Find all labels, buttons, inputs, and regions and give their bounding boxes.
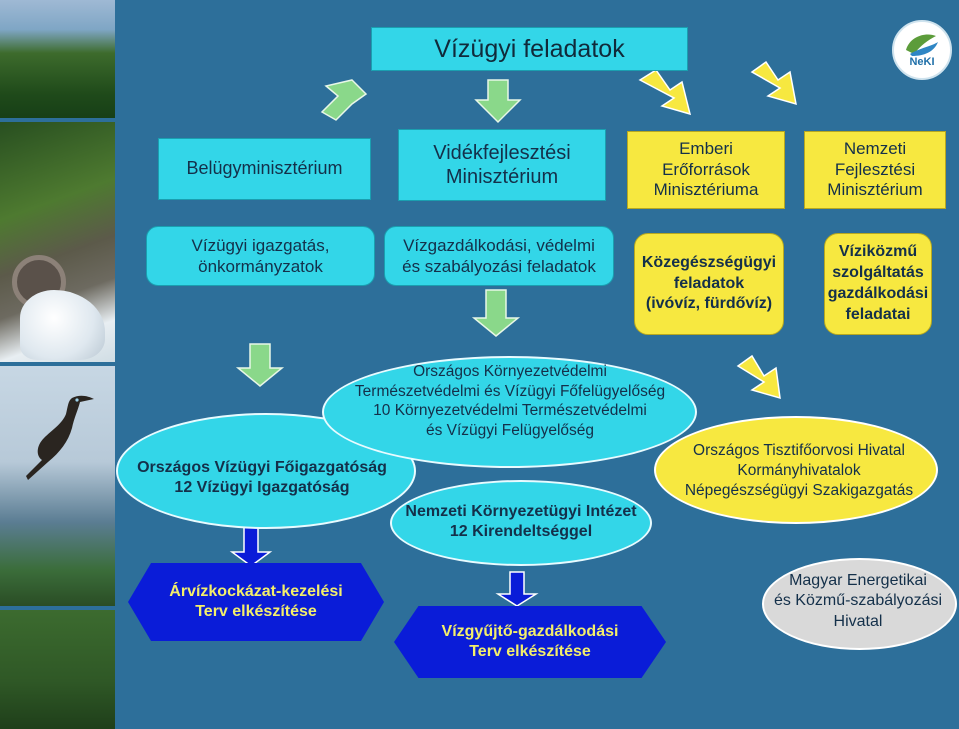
task-ke-line3: (ivóvíz, fürdővíz) <box>646 294 772 315</box>
ministry-nemzeti-fejlesztesi: Nemzeti Fejlesztési Minisztérium <box>804 131 946 209</box>
task-vizikozmu: Víziközmű szolgáltatás gazdálkodási fela… <box>824 233 932 335</box>
ministry-belugy: Belügyminisztérium <box>158 138 371 200</box>
task-vk-line3: gazdálkodási <box>828 284 928 305</box>
arrow-ovf <box>238 344 282 386</box>
ministry-emberi-line3: Minisztériuma <box>654 180 759 200</box>
ministry-nf-line1: Nemzeti <box>844 139 906 159</box>
ovf-line1: Országos Vízügyi Főigazgatóság <box>112 458 412 478</box>
task-vg-line2: és szabályozási feladatok <box>402 256 596 277</box>
task-ke-line1: Közegészségügyi <box>642 253 776 274</box>
okf-line3: 10 Környezetvédelmi Természetvédelmi <box>300 401 720 421</box>
arrow-videk <box>476 80 520 122</box>
ministry-emberi-line1: Emberi <box>679 139 733 159</box>
ministry-nf-line3: Minisztérium <box>827 180 922 200</box>
arrow-emberi <box>640 70 690 114</box>
plan-vg-line2: Terv elkészítése <box>469 642 591 662</box>
plan-arviz-line2: Terv elkészítése <box>195 602 317 622</box>
plan-vg-line1: Vízgyűjtő-gazdálkodási <box>442 622 619 642</box>
ministry-videkfejlesztesi: Vidékfejlesztési Minisztérium <box>398 129 606 201</box>
nki-text: Nemzeti Környezetügyi Intézet 12 Kirende… <box>378 502 664 543</box>
ministry-emberi: Emberi Erőforrások Minisztériuma <box>627 131 785 209</box>
mekh-line1: Magyar Energetikai <box>757 571 959 591</box>
task-vi-line2: önkormányzatok <box>198 256 323 277</box>
task-vi-line1: Vízügyi igazgatás, <box>192 235 330 256</box>
oth-line1: Országos Tisztifőorvosi Hivatal <box>654 441 944 461</box>
mekh-line3: Hivatal <box>757 612 959 632</box>
oth-line2: Kormányhivatalok <box>654 461 944 481</box>
arrow-videk-task <box>474 290 518 336</box>
arrow-oth <box>738 356 780 398</box>
task-ke-line2: feladatok <box>674 274 744 295</box>
oth-text: Országos Tisztifőorvosi Hivatal Kormányh… <box>654 441 944 501</box>
ovf-text: Országos Vízügyi Főigazgatóság 12 Vízügy… <box>112 458 412 499</box>
nki-line1: Nemzeti Környezetügyi Intézet <box>378 502 664 522</box>
okf-text: Országos Környezetvédelmi Természetvédel… <box>300 362 720 441</box>
arrow-vizgyujto <box>498 572 536 606</box>
okf-line1: Országos Környezetvédelmi <box>300 362 720 382</box>
ovf-line2: 12 Vízügyi Igazgatóság <box>112 478 412 498</box>
arrow-belugy <box>322 80 366 120</box>
okf-line4: és Vízügyi Felügyelőség <box>300 421 720 441</box>
ministry-emberi-line2: Erőforrások <box>662 160 750 180</box>
ministry-videk-line2: Minisztérium <box>446 165 558 189</box>
task-kozegeszsegugyi: Közegészségügyi feladatok (ivóvíz, fürdő… <box>634 233 784 335</box>
task-vg-line1: Vízgazdálkodási, védelmi <box>403 235 595 256</box>
task-vk-line4: feladatai <box>846 305 911 326</box>
oth-line3: Népegészségügyi Szakigazgatás <box>654 481 944 501</box>
task-vk-line1: Víziközmű <box>839 242 917 263</box>
arrow-nemzeti <box>752 62 796 104</box>
task-vizugyi-igazgatas: Vízügyi igazgatás, önkormányzatok <box>146 226 375 286</box>
ministry-videk-line1: Vidékfejlesztési <box>433 141 570 165</box>
plan-arvizkockazat: Árvízkockázat-kezelési Terv elkészítése <box>128 563 384 641</box>
okf-line2: Természetvédelmi és Vízügyi Főfelügyelős… <box>300 382 720 402</box>
page-title: Vízügyi feladatok <box>371 27 688 71</box>
plan-arviz-line1: Árvízkockázat-kezelési <box>169 582 342 602</box>
nki-line2: 12 Kirendeltséggel <box>378 522 664 542</box>
task-vk-line2: szolgáltatás <box>832 263 924 284</box>
ministry-belugy-label: Belügyminisztérium <box>186 158 342 180</box>
task-vizgazdalkodasi: Vízgazdálkodási, védelmi és szabályozási… <box>384 226 614 286</box>
ministry-nf-line2: Fejlesztési <box>835 160 915 180</box>
plan-vizgyujto: Vízgyűjtő-gazdálkodási Terv elkészítése <box>394 606 666 678</box>
arrow-arviz <box>232 524 270 566</box>
mekh-line2: és Közmű-szabályozási <box>757 591 959 611</box>
mekh-text: Magyar Energetikai és Közmű-szabályozási… <box>757 571 959 632</box>
